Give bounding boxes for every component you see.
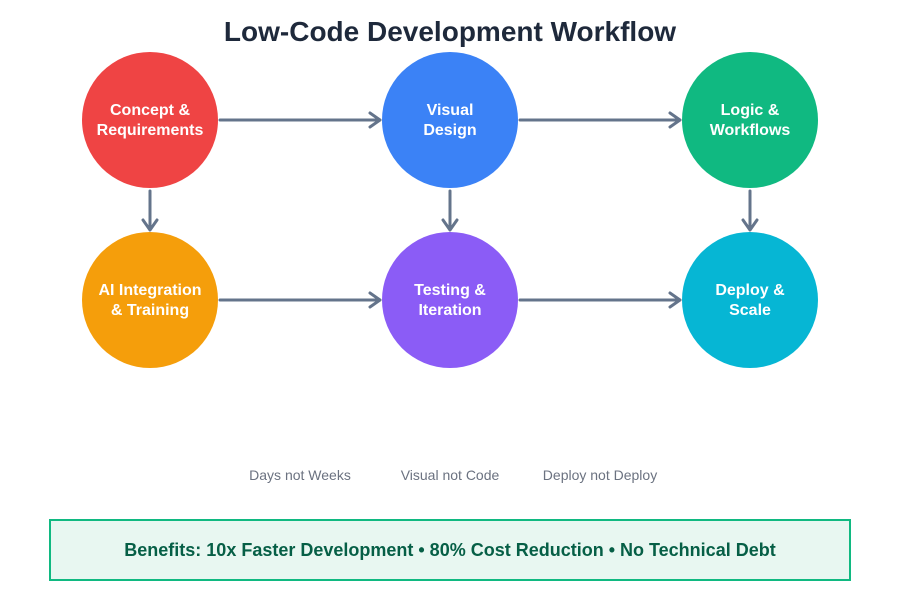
node-circle — [82, 52, 218, 188]
arrow-concept-to-design — [218, 111, 382, 129]
node-label: Testing & — [414, 282, 486, 299]
benefits-banner: Benefits: 10x Faster Development • 80% C… — [49, 519, 851, 581]
node-circle — [682, 52, 818, 188]
arrow-testing-to-deploy — [518, 291, 682, 309]
node-circle — [682, 232, 818, 368]
arrow-logic-to-deploy — [741, 189, 759, 232]
node-label: AI Integration — [98, 282, 201, 299]
arrow-ai-to-testing — [218, 291, 382, 309]
arrows — [141, 111, 759, 309]
note-days: Days not Weeks — [249, 467, 351, 483]
node-label: & Training — [111, 302, 189, 319]
note-deploy: Deploy not Deploy — [543, 467, 657, 483]
node-logic: Logic & Workflows — [682, 52, 818, 188]
node-label: Design — [423, 122, 476, 139]
node-label: Iteration — [418, 302, 481, 319]
node-label: Scale — [729, 302, 771, 319]
node-label: Concept & — [110, 102, 190, 119]
node-circle — [382, 232, 518, 368]
node-testing: Testing & Iteration — [382, 232, 518, 368]
arrow-design-to-logic — [518, 111, 682, 129]
node-label: Workflows — [710, 122, 791, 139]
node-concept: Concept & Requirements — [82, 52, 218, 188]
node-label: Deploy & — [715, 282, 785, 299]
node-circle — [82, 232, 218, 368]
note-visual: Visual not Code — [401, 467, 500, 483]
diagram-title: Low-Code Development Workflow — [224, 16, 676, 47]
node-visual-design: Visual Design — [382, 52, 518, 188]
node-circle — [382, 52, 518, 188]
node-deploy: Deploy & Scale — [682, 232, 818, 368]
node-label: Requirements — [97, 122, 204, 139]
node-ai-integration: AI Integration & Training — [82, 232, 218, 368]
node-label: Visual — [427, 102, 474, 119]
arrow-design-to-testing — [441, 189, 459, 232]
node-label: Logic & — [721, 102, 780, 119]
arrow-concept-to-ai — [141, 189, 159, 232]
